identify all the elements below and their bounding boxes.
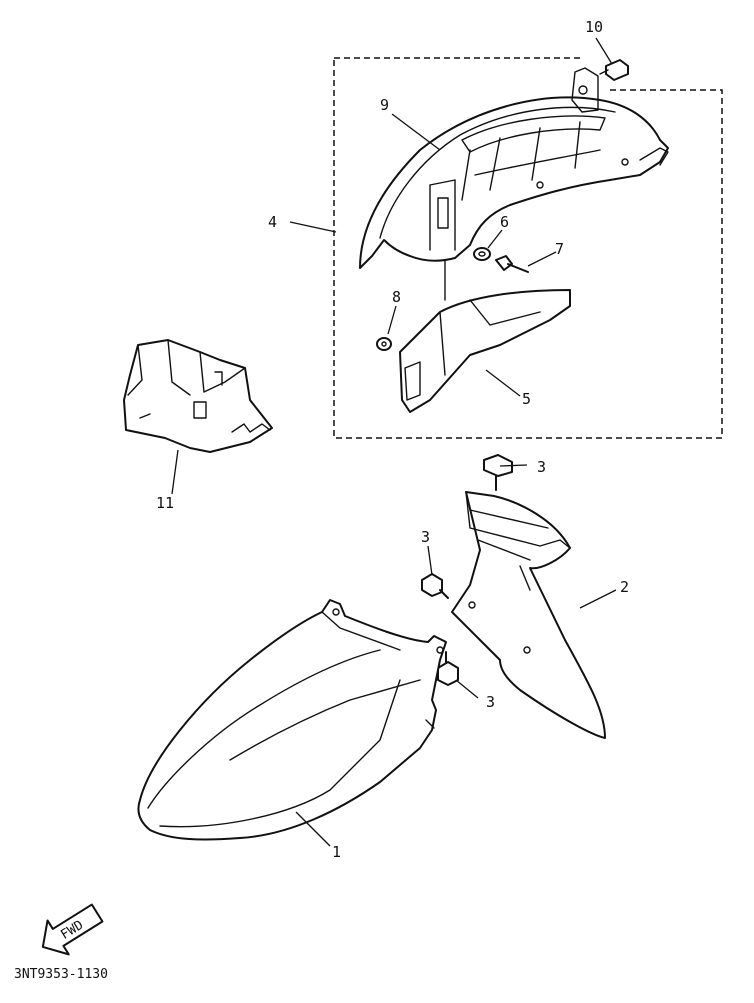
callout-8: 8 (392, 288, 401, 306)
part-2-inner-fender[interactable] (451, 491, 606, 739)
callout-11: 11 (156, 494, 174, 512)
part-1-front-fender[interactable] (137, 599, 447, 841)
callout-7: 7 (555, 240, 564, 258)
callout-3-left: 3 (421, 528, 430, 546)
callout-3-right: 3 (486, 693, 495, 711)
callout-3-top: 3 (537, 458, 546, 476)
part-3-bolt-right[interactable] (437, 651, 459, 686)
diagram-code: 3NT9353-1130 (14, 967, 108, 982)
part-11-bracket[interactable] (123, 339, 273, 453)
callout-2: 2 (620, 578, 629, 596)
part-3-bolt-left[interactable] (421, 573, 449, 599)
callout-9: 9 (380, 96, 389, 114)
callout-6: 6 (500, 213, 509, 231)
callout-4: 4 (268, 213, 277, 231)
fwd-arrow: FWD (41, 903, 104, 956)
callout-5: 5 (522, 390, 531, 408)
callout-10: 10 (585, 18, 603, 36)
leader-lines (171, 37, 617, 847)
callout-labels: 10 9 4 6 7 8 5 3 3 2 3 1 11 (156, 18, 629, 861)
part-3-bolt-top[interactable] (483, 454, 513, 491)
part-7-screw[interactable] (495, 255, 529, 273)
part-9-inner-fender[interactable] (359, 67, 669, 269)
callout-1: 1 (332, 843, 341, 861)
part-8-nut[interactable] (376, 337, 392, 351)
part-10-bolt[interactable] (599, 59, 629, 81)
subassembly-frame (333, 57, 723, 439)
part-6-collar[interactable] (473, 247, 491, 261)
part-5-flap[interactable] (399, 259, 571, 413)
